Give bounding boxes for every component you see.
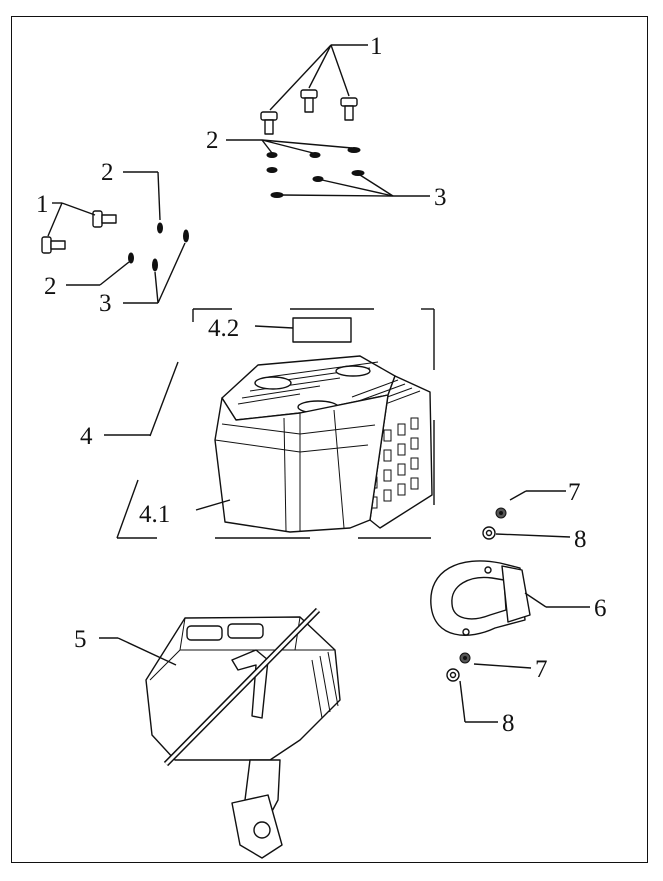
- callout-6: 6: [594, 595, 607, 622]
- callout-5: 5: [74, 626, 87, 653]
- diagram-frame: [11, 16, 648, 863]
- callout-2-left-upper: 2: [101, 159, 114, 186]
- callout-7-upper: 7: [568, 479, 581, 506]
- callout-4: 4: [80, 423, 93, 450]
- callout-1-left: 1: [36, 191, 49, 218]
- callout-1-top: 1: [370, 33, 383, 60]
- callout-3-top: 3: [434, 184, 447, 211]
- gasket: [430, 560, 590, 636]
- callout-3-left: 3: [99, 290, 112, 317]
- cover-body: [214, 355, 433, 533]
- bolt-top-2: [300, 89, 318, 113]
- muffler: [99, 607, 341, 859]
- bolt-group-top: [226, 44, 430, 198]
- label-plate: [292, 317, 352, 343]
- cover-assembly: [104, 308, 435, 539]
- callout-8-upper: 8: [574, 526, 587, 553]
- callout-2-left-lower: 2: [44, 273, 57, 300]
- callout-4-1: 4.1: [139, 501, 170, 528]
- nut-washer-lower: [446, 652, 532, 723]
- callout-labels: 1 2 3 2 1 2 3 4.2 4 4.1 7 8 6 5 7 8: [36, 33, 607, 737]
- callout-7-lower: 7: [535, 656, 548, 683]
- bolt-left-1: [92, 210, 117, 228]
- bolt-top-3: [340, 97, 358, 121]
- callout-4-2: 4.2: [208, 315, 239, 342]
- callout-8-lower: 8: [502, 710, 515, 737]
- callout-2-top: 2: [206, 127, 219, 154]
- nut-washer-upper: [482, 490, 571, 540]
- bolt-top-1: [260, 111, 278, 135]
- bolt-left-2: [41, 236, 66, 254]
- bolt-group-left: [41, 171, 189, 304]
